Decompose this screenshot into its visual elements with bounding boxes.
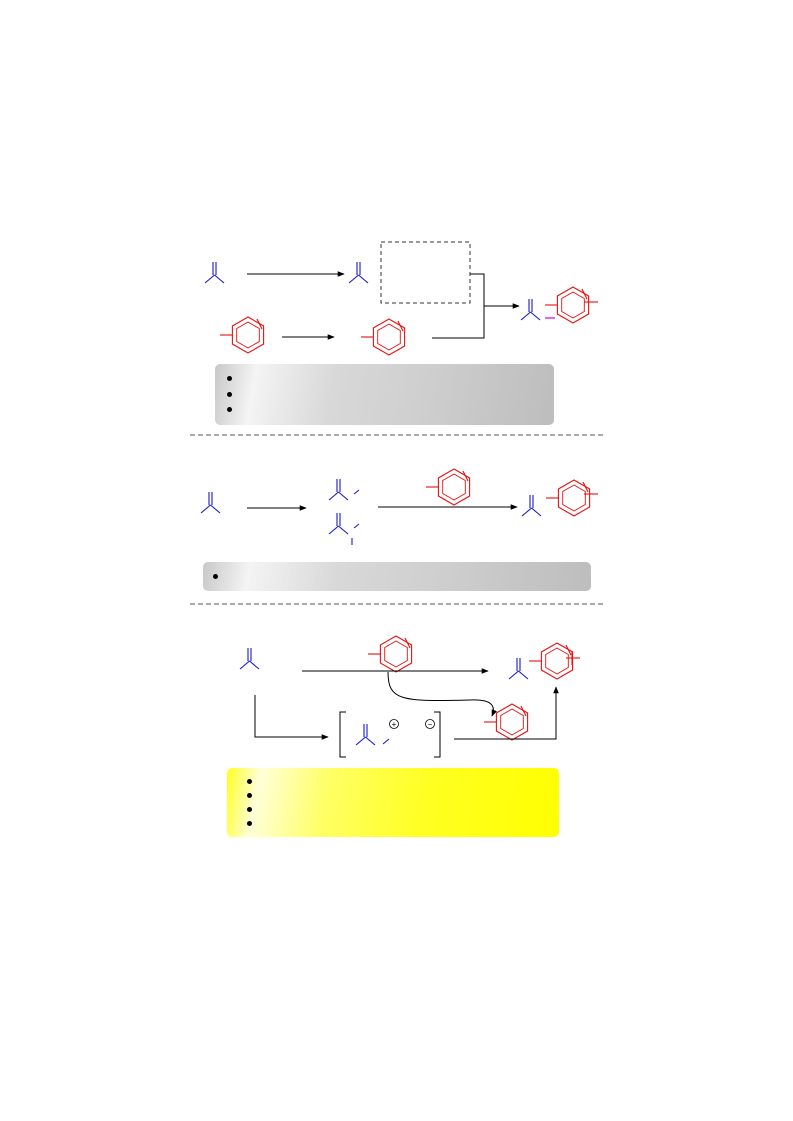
minus-charge xyxy=(425,719,435,729)
bullet-3-2 xyxy=(247,793,252,798)
section-1 xyxy=(204,241,598,356)
amide-ion-3 xyxy=(355,723,376,746)
bullet-3-3 xyxy=(247,807,252,812)
arene-reactant-1 xyxy=(219,316,265,354)
product-amide-3 xyxy=(508,657,529,680)
notes-panel-3 xyxy=(227,768,559,837)
amide-activated-1 xyxy=(348,261,369,284)
bullet-2-1 xyxy=(213,574,218,579)
curved-arrow xyxy=(387,671,497,717)
arrow-3c xyxy=(454,686,559,740)
bracket-left xyxy=(339,711,346,758)
amide-activated-2a xyxy=(328,478,349,501)
bullet-3-4 xyxy=(247,821,252,826)
bullet-1-1 xyxy=(227,376,232,381)
notes-panel-1 xyxy=(215,364,554,425)
product-arene-2 xyxy=(545,479,591,517)
bullet-3-1 xyxy=(247,779,252,784)
bullet-1-3 xyxy=(227,407,232,412)
product-arene-3 xyxy=(528,642,574,680)
arrow-3b xyxy=(254,695,329,740)
section-3: + − xyxy=(239,635,580,758)
amide-reactant-1 xyxy=(204,261,225,284)
amide-reactant-3 xyxy=(239,647,260,670)
notes-panel-2 xyxy=(203,562,591,591)
product-amide-2 xyxy=(521,494,542,517)
dashed-intermediate-box xyxy=(380,241,471,304)
minus-charge-sign: − xyxy=(428,720,433,729)
plus-charge-sign: + xyxy=(392,720,397,729)
converge-bracket xyxy=(432,273,485,339)
amide-activated-2b xyxy=(328,512,349,535)
arene-intermediate-3 xyxy=(483,703,529,741)
arene-activated-1 xyxy=(360,318,406,356)
section-2 xyxy=(200,468,598,545)
arene-reagent-2 xyxy=(425,468,471,506)
bracket-right xyxy=(434,711,441,758)
arene-reagent-3 xyxy=(367,635,413,673)
product-amide-1 xyxy=(520,298,541,321)
amide-reactant-2 xyxy=(200,491,221,514)
plus-charge xyxy=(389,719,399,729)
bullet-1-2 xyxy=(227,392,232,397)
